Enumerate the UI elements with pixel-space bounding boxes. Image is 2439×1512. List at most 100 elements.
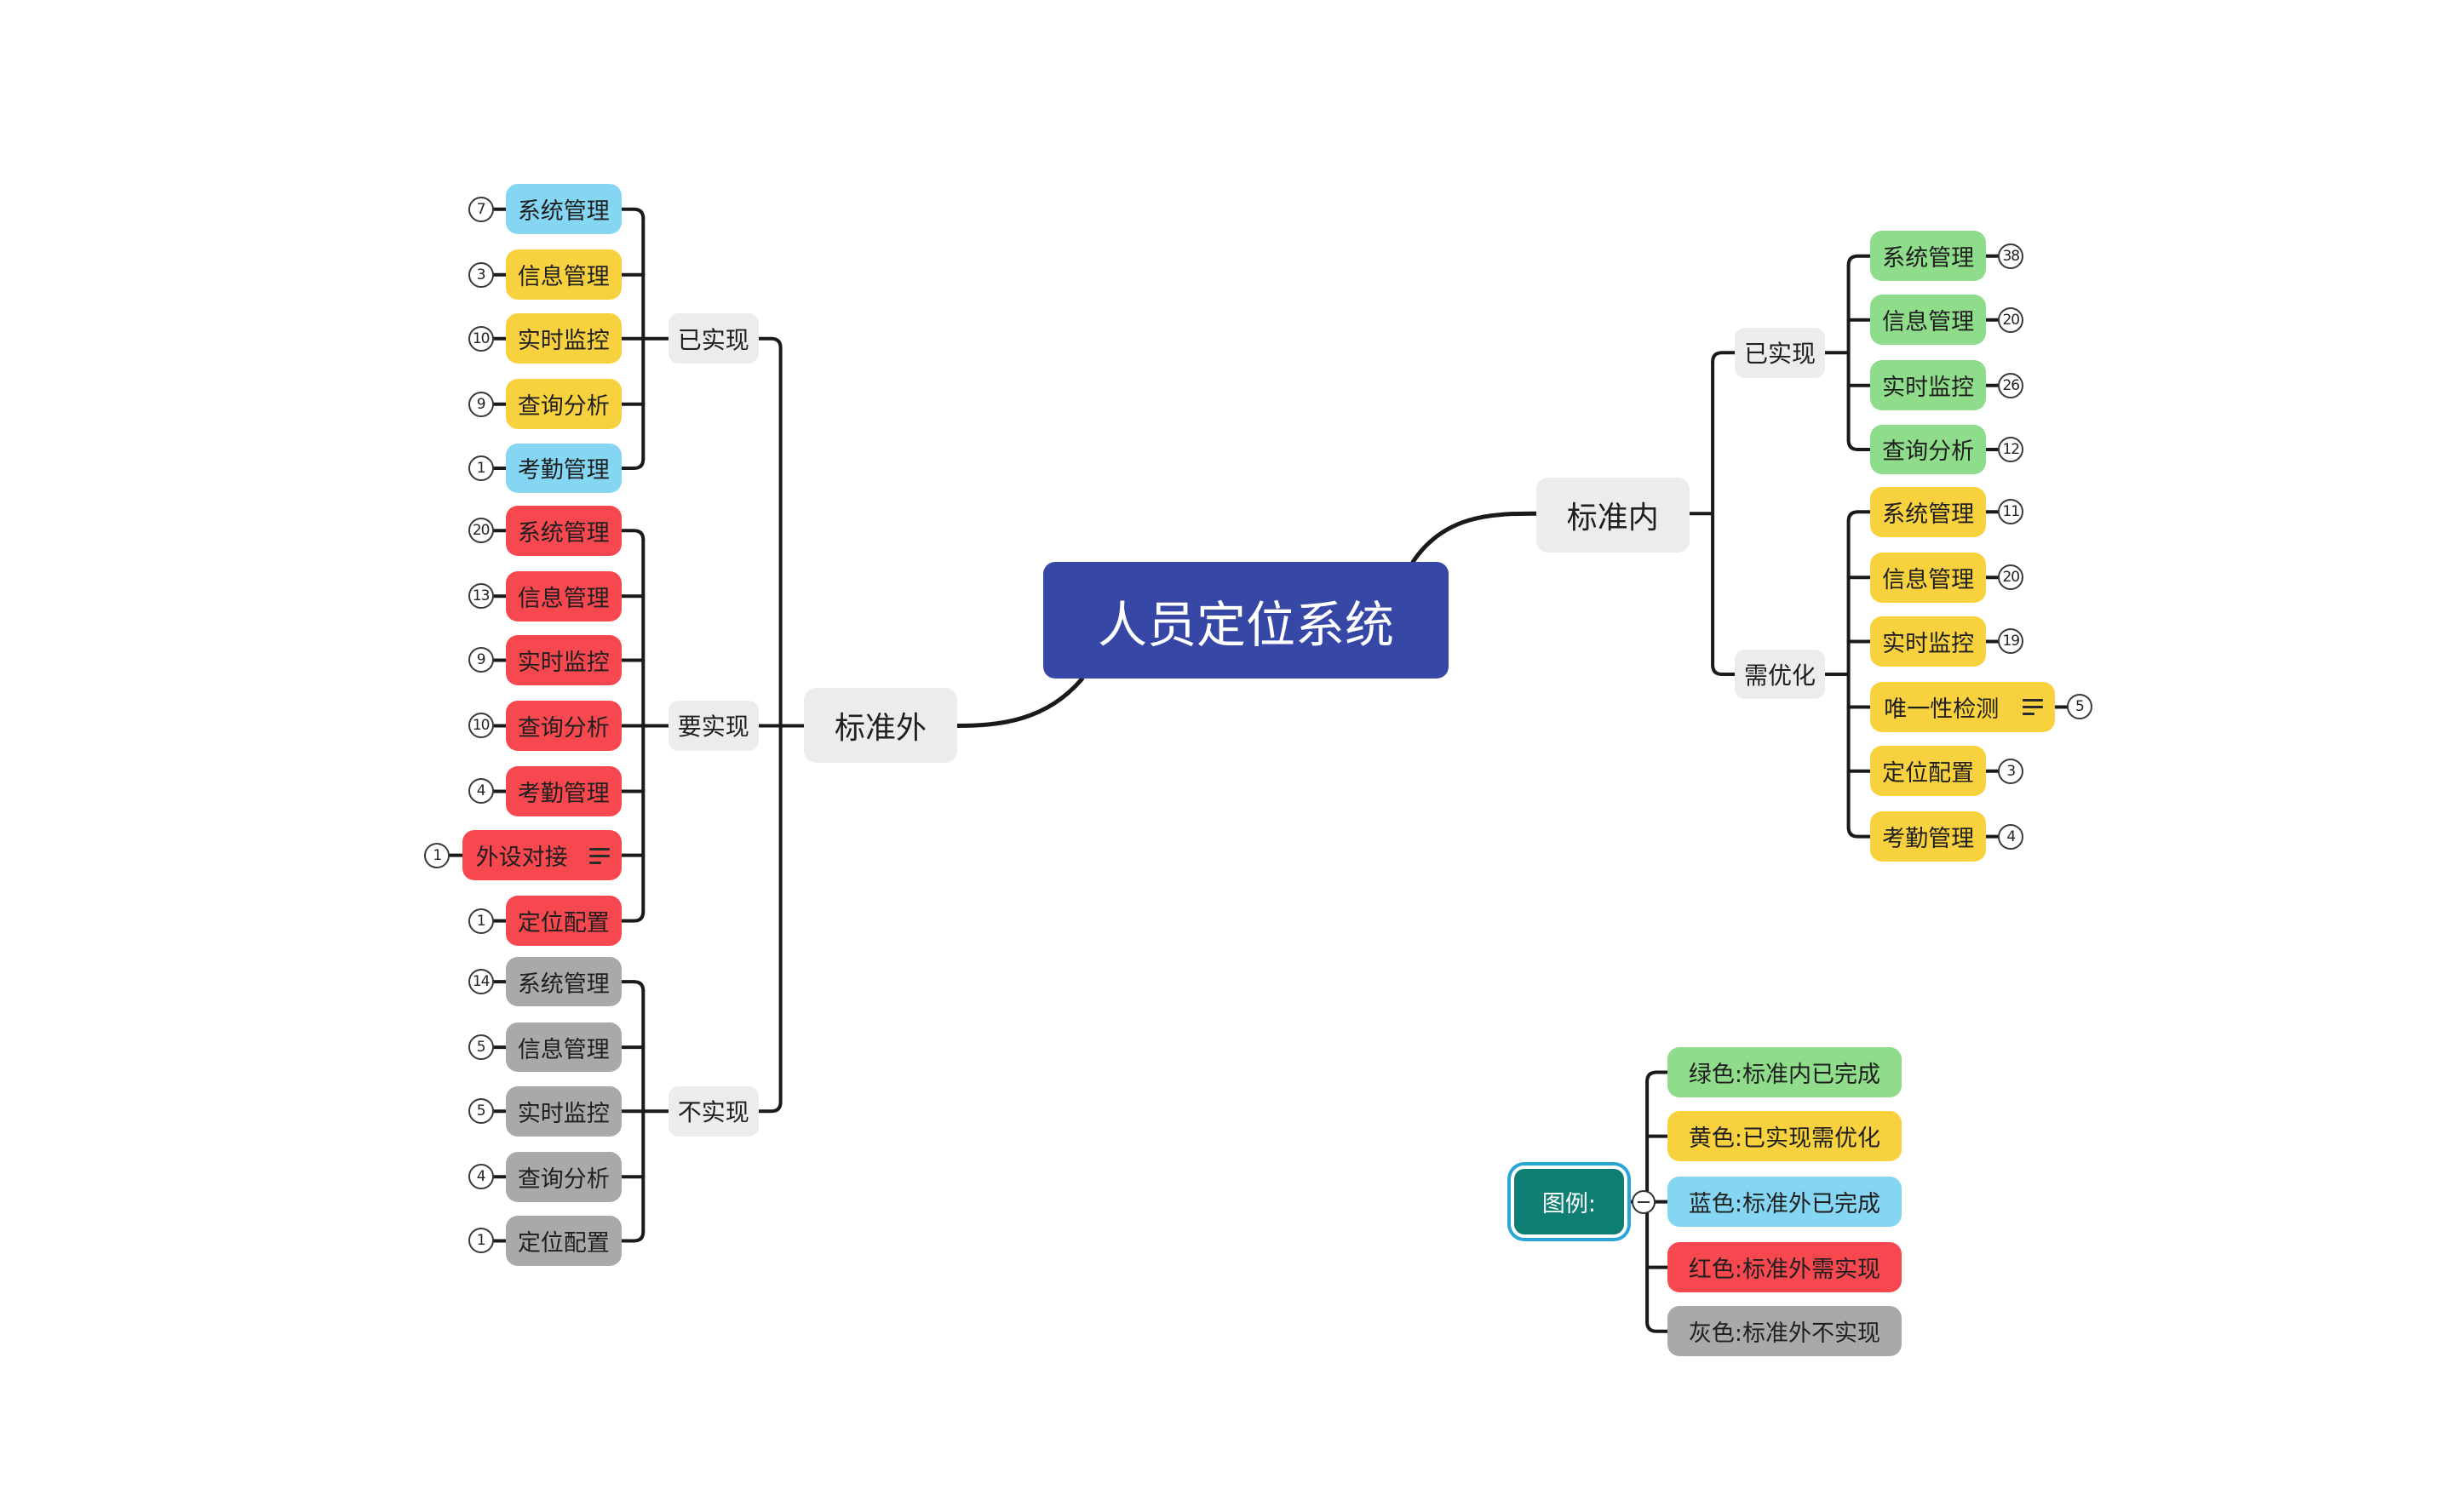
leaf-left[interactable]: 查询分析 (505, 379, 622, 430)
left-sub-elbow (757, 1100, 783, 1114)
count-badge: 11 (1998, 499, 2024, 525)
leaf-right[interactable]: 定位配置 (1870, 746, 1986, 796)
leaf-right[interactable]: 系统管理 (1870, 486, 1986, 537)
count-badge: 13 (468, 583, 494, 610)
count-badge: 1 (468, 908, 494, 934)
count-badge: 9 (468, 647, 494, 673)
leaf-left[interactable]: 信息管理 (505, 1022, 622, 1073)
leaf-left-label: 实时监控 (517, 328, 610, 355)
leaf-right[interactable]: 信息管理 (1870, 552, 1986, 603)
legend-item-label: 绿色:标准内已完成 (1688, 1061, 1880, 1088)
subtopic-left-0-label: 已实现 (677, 325, 749, 354)
count-badge: 4 (1998, 823, 2024, 850)
legend-item-label: 红色:标准外需实现 (1688, 1257, 1880, 1284)
leaf-left[interactable]: 考勤管理 (505, 766, 622, 816)
collapse-minus-icon[interactable] (1632, 1189, 1656, 1214)
legend-item[interactable]: 红色:标准外需实现 (1667, 1242, 1902, 1292)
leaf-right[interactable]: 实时监控 (1870, 616, 1986, 667)
leaf-left[interactable]: 查询分析 (505, 1151, 622, 1202)
subtopic-left-2[interactable]: 不实现 (668, 1085, 759, 1137)
legend-title-label: 图例: (1541, 1191, 1597, 1218)
legend-item-label: 黄色:已实现需优化 (1688, 1125, 1880, 1153)
leaf-right[interactable]: 查询分析 (1870, 424, 1986, 475)
leaf-left-label: 信息管理 (517, 585, 610, 612)
leaf-left-label: 考勤管理 (517, 780, 610, 807)
leaf-right[interactable]: 信息管理 (1870, 295, 1986, 346)
legend-item[interactable]: 黄色:已实现需优化 (1667, 1111, 1902, 1161)
count-badge: 20 (1998, 306, 2024, 333)
leaf-left[interactable]: 外设对接 (462, 830, 622, 880)
legend-item[interactable]: 灰色:标准外不实现 (1667, 1306, 1902, 1357)
leaf-right-label: 实时监控 (1882, 630, 1975, 657)
leaf-left[interactable]: 系统管理 (505, 184, 622, 234)
right-leaf-0-elbow (1846, 254, 1873, 267)
left-leaf-2-elbow (619, 980, 646, 994)
leaf-left[interactable]: 系统管理 (505, 956, 622, 1007)
leaf-left[interactable]: 系统管理 (505, 505, 622, 556)
count-badge: 5 (2066, 694, 2092, 720)
left-leaf-0-elbow (619, 457, 646, 470)
leaf-left[interactable]: 定位配置 (505, 896, 622, 946)
count-badge: 1 (468, 455, 494, 481)
count-badge: 9 (468, 391, 494, 417)
topic-standard-inside[interactable]: 标准内 (1535, 477, 1690, 553)
leaf-right[interactable]: 唯一性检测 (1870, 682, 2055, 732)
legend-item[interactable]: 蓝色:标准外已完成 (1667, 1177, 1902, 1227)
leaf-right[interactable]: 实时监控 (1870, 360, 1986, 411)
leaf-left[interactable]: 定位配置 (505, 1216, 622, 1266)
count-badge: 5 (468, 1098, 494, 1125)
subtopic-left-0[interactable]: 已实现 (668, 313, 759, 364)
subtopic-left-1[interactable]: 要实现 (668, 701, 759, 751)
subtopic-left-2-label: 不实现 (677, 1098, 749, 1127)
count-badge: 19 (1998, 628, 2024, 655)
leaf-left[interactable]: 实时监控 (505, 1085, 622, 1137)
subtopic-right-1-label: 需优化 (1743, 661, 1816, 690)
subtopic-right-0[interactable]: 已实现 (1734, 327, 1826, 378)
count-badge: 12 (1998, 436, 2024, 462)
leaf-right[interactable]: 系统管理 (1870, 231, 1986, 281)
leaf-left-label: 查询分析 (517, 714, 610, 742)
right-leaf-1-elbow (1846, 510, 1873, 524)
leaf-right[interactable]: 考勤管理 (1870, 811, 1986, 862)
topic-standard-outside[interactable]: 标准外 (804, 688, 957, 764)
subtopic-right-1[interactable]: 需优化 (1734, 649, 1826, 700)
legend-item-label: 灰色:标准外不实现 (1688, 1320, 1880, 1348)
root-topic-label: 人员定位系统 (1097, 595, 1394, 654)
legend-item[interactable]: 绿色:标准内已完成 (1667, 1047, 1902, 1097)
leaf-left[interactable]: 实时监控 (505, 313, 622, 364)
note-icon[interactable] (588, 847, 610, 865)
curve-root-right (1410, 511, 1539, 564)
count-badge: 20 (1998, 564, 2024, 591)
leaf-left[interactable]: 信息管理 (505, 570, 622, 621)
leaf-right-label: 实时监控 (1882, 375, 1975, 402)
count-badge: 10 (468, 713, 494, 739)
leaf-right-label: 信息管理 (1882, 309, 1975, 336)
left-leaf-1-elbow (619, 529, 646, 542)
leaf-left[interactable]: 考勤管理 (505, 443, 622, 494)
right-sub-elbow (1711, 663, 1736, 676)
root-topic[interactable]: 人员定位系统 (1042, 561, 1449, 679)
left-leaf-0-elbow (619, 207, 646, 220)
note-icon[interactable] (2022, 699, 2043, 716)
leaf-left[interactable]: 实时监控 (505, 635, 622, 685)
count-badge: 1 (468, 1228, 494, 1254)
leaf-left-label: 查询分析 (517, 1166, 610, 1193)
count-badge: 4 (468, 1164, 494, 1190)
left-sub-elbow (757, 336, 783, 350)
leaf-left-label: 系统管理 (517, 971, 610, 998)
leaf-left-label: 系统管理 (517, 198, 610, 226)
count-badge: 3 (1998, 758, 2024, 784)
legend-title[interactable]: 图例: (1514, 1169, 1624, 1235)
leaf-left-label: 信息管理 (517, 264, 610, 291)
leaf-left[interactable]: 信息管理 (505, 249, 622, 300)
leaf-right-label: 考勤管理 (1882, 826, 1975, 853)
right-leaf-1-elbow (1846, 825, 1873, 839)
leaf-right-label: 系统管理 (1882, 245, 1975, 272)
leaf-left-label: 信息管理 (517, 1036, 610, 1063)
leaf-right-label: 信息管理 (1882, 566, 1975, 593)
count-badge: 7 (468, 196, 494, 222)
leaf-left[interactable]: 查询分析 (505, 701, 622, 751)
count-badge: 14 (468, 969, 494, 995)
leaf-left-label: 系统管理 (517, 519, 610, 547)
